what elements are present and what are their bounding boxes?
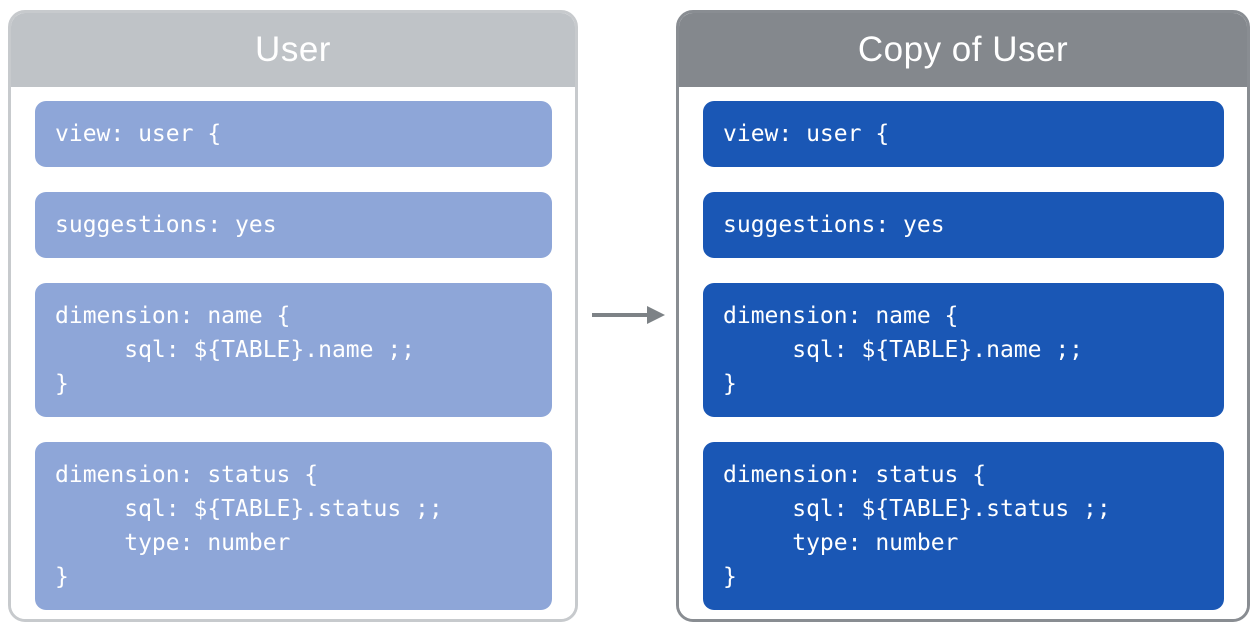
code-block-view-copy: view: user { [703,101,1224,167]
user-panel-title: User [255,30,331,69]
copy-of-user-panel-body: view: user { suggestions: yes dimension:… [679,87,1247,619]
code-block-dimension-name: dimension: name { sql: ${TABLE}.name ;; … [35,283,552,417]
code-block-dimension-status-copy: dimension: status { sql: ${TABLE}.status… [703,442,1224,610]
copy-of-user-panel-title: Copy of User [857,30,1069,69]
right-arrow-icon [592,306,665,324]
copy-of-user-panel-header: Copy of User [679,13,1247,87]
code-block-suggestions: suggestions: yes [35,192,552,258]
user-panel-header: User [11,13,575,87]
code-block-dimension-status: dimension: status { sql: ${TABLE}.status… [35,442,552,610]
code-block-suggestions-copy: suggestions: yes [703,192,1224,258]
code-block-dimension-name-copy: dimension: name { sql: ${TABLE}.name ;; … [703,283,1224,417]
copy-of-user-panel: Copy of User view: user { suggestions: y… [676,10,1250,622]
user-panel: User view: user { suggestions: yes dimen… [8,10,578,622]
user-panel-body: view: user { suggestions: yes dimension:… [11,87,575,619]
code-block-view: view: user { [35,101,552,167]
